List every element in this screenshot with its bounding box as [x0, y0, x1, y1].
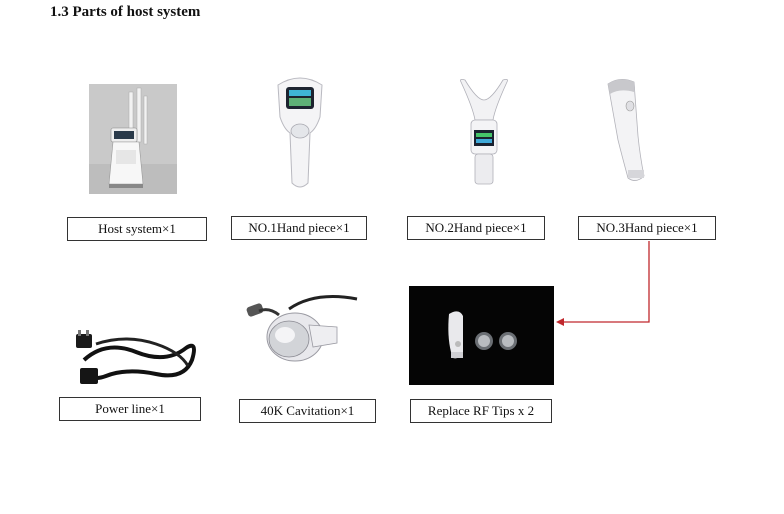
rf-tips-label: Replace RF Tips x 2: [410, 399, 552, 423]
arrowhead: [556, 318, 564, 326]
hand-piece-1-label: NO.1Hand piece×1: [231, 216, 367, 240]
hand-piece-2-image: [460, 78, 508, 185]
section-heading: 1.3 Parts of host system: [50, 4, 201, 20]
host-system-label: Host system×1: [67, 217, 207, 241]
hand-piece-1-image: [277, 77, 323, 188]
connector-line: [560, 241, 650, 323]
rf-tips-image: [409, 286, 554, 385]
cavitation-image: [246, 295, 358, 362]
hand-piece-3-label: NO.3Hand piece×1: [578, 216, 716, 240]
host-system-image: [89, 84, 177, 194]
power-line-image: [76, 330, 196, 384]
power-line-label: Power line×1: [59, 397, 201, 421]
hand-piece-3-image: [607, 79, 645, 181]
cavitation-label: 40K Cavitation×1: [239, 399, 376, 423]
hand-piece-2-label: NO.2Hand piece×1: [407, 216, 545, 240]
